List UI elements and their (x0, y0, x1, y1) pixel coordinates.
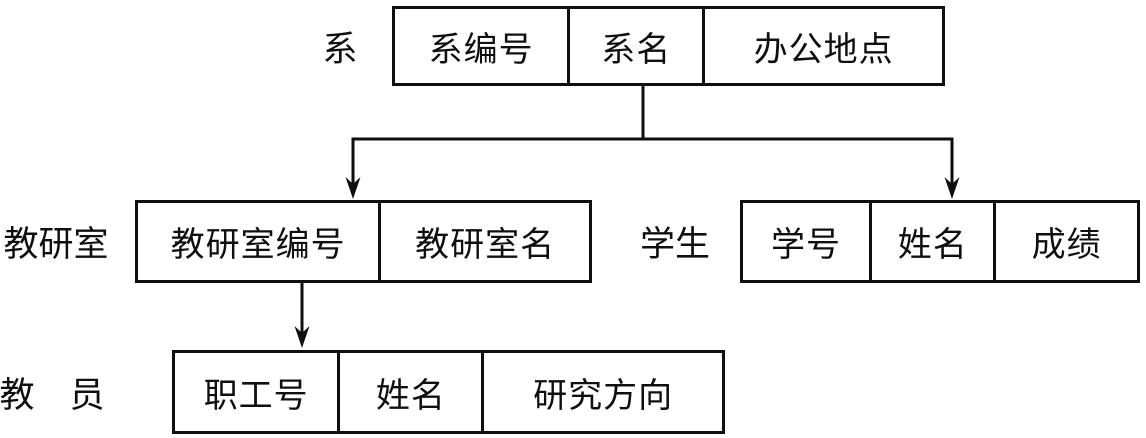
field-cell-office-name: 教研室名 (378, 203, 589, 280)
arrow-to-teacher-head (294, 326, 310, 348)
arrow-to-student-head (944, 177, 960, 199)
record-box-student: 学号 姓名 成绩 (740, 200, 1140, 283)
field-cell-student-grade: 成绩 (993, 203, 1137, 280)
field-cell-student-id: 学号 (771, 225, 842, 265)
field-cell-teacher-id: 职工号 (203, 375, 309, 416)
field-cell-dept-id: 系编号 (428, 29, 534, 70)
record-box-teaching-office: 教研室编号 教研室名 (135, 200, 592, 283)
record-label-teacher: 教 员 (0, 375, 105, 416)
record-label-student: 学生 (639, 225, 710, 265)
field-cell-teacher-name: 姓名 (337, 353, 481, 431)
field-cell-dept-name: 系名 (567, 9, 702, 83)
field-cell-student-name: 姓名 (869, 203, 993, 280)
field-cell-dept-location: 办公地点 (702, 9, 942, 83)
field-cell-office-id: 教研室编号 (170, 225, 346, 265)
record-box-teacher: 职工号 姓名 研究方向 (172, 350, 725, 434)
record-label-teaching-office: 教研室 (3, 225, 109, 265)
record-label-department: 系 (322, 29, 358, 70)
arrow-to-office-head (345, 177, 361, 199)
record-box-department: 系编号 系名 办公地点 (392, 6, 945, 86)
field-cell-teacher-research: 研究方向 (481, 353, 722, 431)
